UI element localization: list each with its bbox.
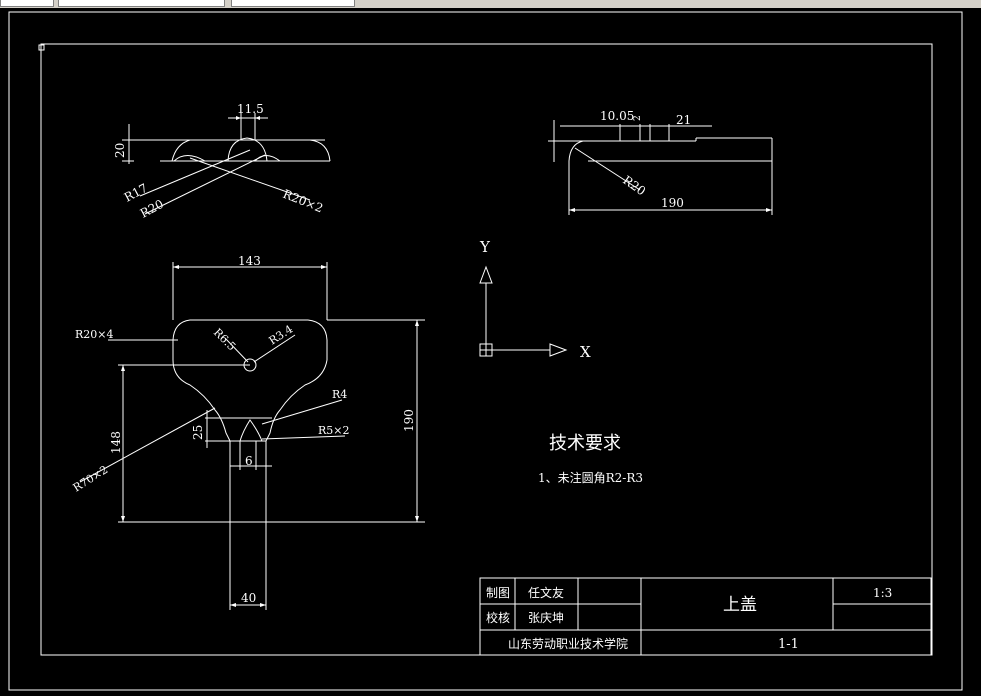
radius-r70x2-label: R70×2 <box>71 463 111 494</box>
part-name: 上盖 <box>723 595 757 615</box>
radius-r17-label: R17 <box>122 181 150 205</box>
dim-side-c: 21 <box>676 113 691 127</box>
title-block <box>479 577 932 656</box>
dim-top-width: 143 <box>238 254 261 268</box>
dim-slot-width: 11.5 <box>237 102 264 116</box>
drawing-number: 1-1 <box>778 637 799 652</box>
radius-r4-label: R4 <box>332 388 347 401</box>
radius-r20x2-label: R20×2 <box>281 187 325 216</box>
plan-view <box>79 262 425 610</box>
ucs-icon <box>479 265 568 357</box>
outer-sheet-border <box>8 11 963 691</box>
top-toolbar-strip <box>0 0 981 8</box>
dim-height-left: 148 <box>109 431 123 454</box>
radius-r6-5-label: R6.5 <box>211 326 238 353</box>
radius-r20-label: R20 <box>138 197 166 221</box>
radius-r5x2-label: R5×2 <box>318 424 350 437</box>
tech-req-heading: 技术要求 <box>549 433 621 454</box>
frame-marker <box>38 44 45 51</box>
dim-front-height: 20 <box>113 143 127 158</box>
drawn-by-name: 任文友 <box>528 585 564 600</box>
checked-by-name: 张庆坤 <box>528 610 564 625</box>
drawn-by-label: 制图 <box>486 586 510 600</box>
dim-side-a: 10.05 <box>600 109 634 123</box>
dim-side-b: 2 <box>633 115 643 121</box>
radius-r20x4-label: R20×4 <box>75 328 114 341</box>
dim-height-right: 190 <box>402 409 416 432</box>
vertical-scrollbar[interactable] <box>962 8 981 696</box>
checked-by-label: 校核 <box>486 610 510 625</box>
toolbar-field[interactable] <box>231 0 355 7</box>
radius-side-r20-label: R20 <box>620 173 648 198</box>
scale-value: 1:3 <box>873 586 892 600</box>
tech-req-item-1: 1、未注圆角R2-R3 <box>538 470 643 485</box>
front-view <box>122 113 331 215</box>
dim-25: 25 <box>191 425 205 440</box>
dim-bottom-width: 40 <box>241 591 256 605</box>
toolbar-field[interactable] <box>0 0 54 7</box>
toolbar-field[interactable] <box>58 0 225 7</box>
school-name: 山东劳动职业技术学院 <box>508 636 628 651</box>
dim-6: 6 <box>245 454 253 468</box>
ucs-y-label: Y <box>479 238 491 256</box>
ucs-x-label: X <box>580 343 591 361</box>
dim-side-length: 190 <box>661 196 684 210</box>
side-view <box>548 120 773 215</box>
